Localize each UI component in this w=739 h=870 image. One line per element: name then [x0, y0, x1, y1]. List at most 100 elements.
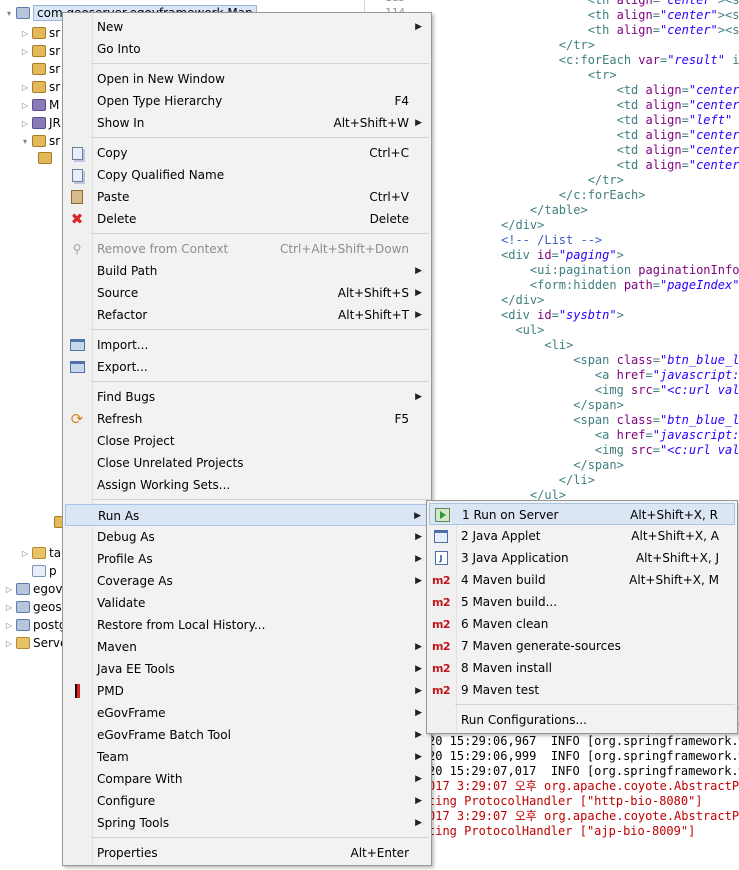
tree-item[interactable]: p — [20, 562, 57, 580]
run-on-server-icon — [432, 506, 452, 524]
tree-item[interactable]: ▷postg — [4, 616, 67, 634]
code-token: <td — [616, 113, 646, 127]
tree-item[interactable]: ▷ta — [20, 544, 61, 562]
menu-item-configure[interactable]: Configure▶ — [65, 790, 429, 812]
menu-item-new[interactable]: New▶ — [65, 16, 429, 38]
menu-item-restore-from-local-history[interactable]: Restore from Local History... — [65, 614, 429, 636]
tree-item[interactable]: ▷geos — [4, 598, 62, 616]
menu-item-close-project[interactable]: Close Project — [65, 430, 429, 452]
code-token: align — [645, 83, 682, 97]
expand-toggle-icon[interactable]: ▷ — [21, 28, 29, 38]
expand-toggle-icon[interactable]: ▷ — [21, 46, 29, 56]
maven-icon: m2 — [431, 573, 451, 587]
tree-item[interactable]: ▷JR — [20, 114, 61, 132]
expand-toggle-icon[interactable]: ▷ — [21, 118, 29, 128]
code-token: align — [645, 158, 682, 172]
code-token: <span — [573, 413, 617, 427]
expand-toggle-icon[interactable]: ▷ — [5, 602, 13, 612]
menu-item-team[interactable]: Team▶ — [65, 746, 429, 768]
menu-item-build-path[interactable]: Build Path▶ — [65, 260, 429, 282]
menu-item-profile-as[interactable]: Profile As▶ — [65, 548, 429, 570]
tree-item[interactable]: ▷sr — [20, 24, 60, 42]
menu-item-pmd[interactable]: PMD▶ — [65, 680, 429, 702]
expand-toggle-icon[interactable]: ▷ — [21, 548, 29, 558]
expand-toggle-icon[interactable]: ▷ — [21, 82, 29, 92]
menu-item-export[interactable]: Export... — [65, 356, 429, 378]
submenu-arrow-icon: ▶ — [415, 288, 422, 298]
menu-item-spring-tools[interactable]: Spring Tools▶ — [65, 812, 429, 834]
menu-item-debug-as[interactable]: Debug As▶ — [65, 526, 429, 548]
code-token: <!-- /List --> — [501, 233, 603, 247]
copy-qualified-icon — [67, 166, 87, 184]
menu-item-java-ee-tools[interactable]: Java EE Tools▶ — [65, 658, 429, 680]
menu-item-compare-with[interactable]: Compare With▶ — [65, 768, 429, 790]
expand-toggle-icon[interactable]: ▷ — [5, 638, 13, 648]
maven-icon: m2 — [431, 595, 451, 609]
tree-item[interactable]: ▷ Serve — [4, 634, 68, 652]
tree-item[interactable]: ▷egov — [4, 580, 63, 598]
code-token: </c:forEach> — [558, 188, 646, 202]
code-token: = — [652, 383, 660, 397]
code-token: = — [652, 23, 660, 37]
code-token: ><sp — [717, 8, 739, 22]
code-token: class — [616, 413, 653, 427]
menu-item-validate[interactable]: Validate — [65, 592, 429, 614]
menu-item-label: Open in New Window — [97, 72, 225, 86]
code-token: <ui:pagination — [529, 263, 639, 277]
expand-toggle-icon[interactable]: ▾ — [6, 8, 11, 18]
submenu-item-label: 4 Maven build — [461, 573, 546, 587]
menu-item-find-bugs[interactable]: Find Bugs▶ — [65, 386, 429, 408]
menu-item-import[interactable]: Import... — [65, 334, 429, 356]
expand-toggle-icon[interactable]: ▷ — [21, 100, 29, 110]
menu-item-copy-qualified-name[interactable]: Copy Qualified Name — [65, 164, 429, 186]
tree-item[interactable]: ▷M — [20, 96, 59, 114]
project-icon — [16, 583, 30, 595]
expand-toggle-icon[interactable]: ▾ — [22, 136, 27, 146]
menu-item-label: Copy Qualified Name — [97, 168, 225, 182]
tree-item-label: Serve — [33, 636, 68, 650]
tree-item[interactable]: ▾sr — [20, 132, 60, 150]
menu-item-assign-working-sets[interactable]: Assign Working Sets... — [65, 474, 429, 496]
expand-toggle-icon[interactable]: ▷ — [5, 620, 13, 630]
tree-item[interactable]: ▷sr — [20, 42, 60, 60]
project-icon — [16, 619, 30, 631]
tree-item[interactable]: sr — [20, 60, 60, 78]
menu-item-close-unrelated-projects[interactable]: Close Unrelated Projects — [65, 452, 429, 474]
code-line: <a href="javascript: — [501, 428, 739, 443]
tree-item-label: sr — [49, 80, 61, 94]
menu-item-label: New — [97, 20, 124, 34]
paste-icon — [67, 188, 87, 206]
expand-toggle-icon[interactable]: ▷ — [5, 584, 13, 594]
menu-item-egovframe[interactable]: eGovFrame▶ — [65, 702, 429, 724]
menu-item-coverage-as[interactable]: Coverage As▶ — [65, 570, 429, 592]
menu-item-go-into[interactable]: Go Into — [65, 38, 429, 60]
code-token: "center" — [688, 158, 739, 172]
menu-item-label: Restore from Local History... — [97, 618, 266, 632]
menu-separator — [91, 499, 429, 500]
menu-item-run-as[interactable]: Run As▶ — [65, 504, 429, 526]
menu-item-open-in-new-window[interactable]: Open in New Window — [65, 68, 429, 90]
menu-item-maven[interactable]: Maven▶ — [65, 636, 429, 658]
console-line: 20 15:29:06,967 INFO [org.springframewor… — [428, 734, 739, 748]
menu-item-egovframe-batch-tool[interactable]: eGovFrame Batch Tool▶ — [65, 724, 429, 746]
tree-item[interactable]: ▷ sr — [20, 78, 60, 96]
submenu-item-run-configurations[interactable]: Run Configurations... — [429, 709, 735, 731]
